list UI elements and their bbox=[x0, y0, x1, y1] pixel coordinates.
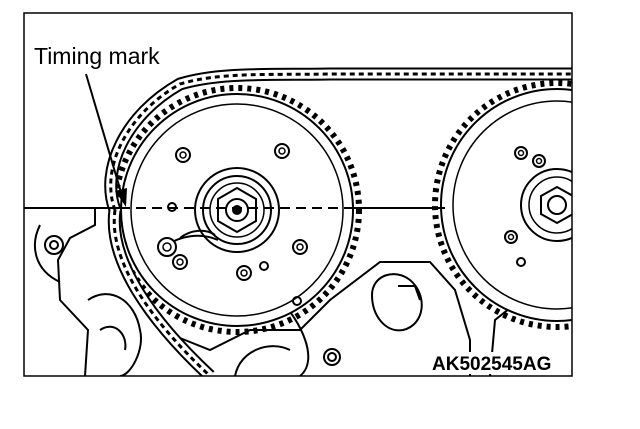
callout-label-background bbox=[30, 42, 176, 72]
timing-mark-label: Timing mark bbox=[34, 43, 160, 69]
figure-frame bbox=[23, 12, 573, 377]
casing-bosses bbox=[44, 235, 423, 366]
callout-arrow bbox=[85, 73, 127, 207]
figure-code-background bbox=[430, 352, 556, 374]
engine-illustration bbox=[24, 67, 572, 376]
left-camshaft-sprocket bbox=[112, 85, 362, 335]
right-camshaft-sprocket bbox=[432, 80, 572, 330]
figure-code: AK502545AG bbox=[432, 354, 551, 375]
timing-chain bbox=[104, 67, 572, 376]
